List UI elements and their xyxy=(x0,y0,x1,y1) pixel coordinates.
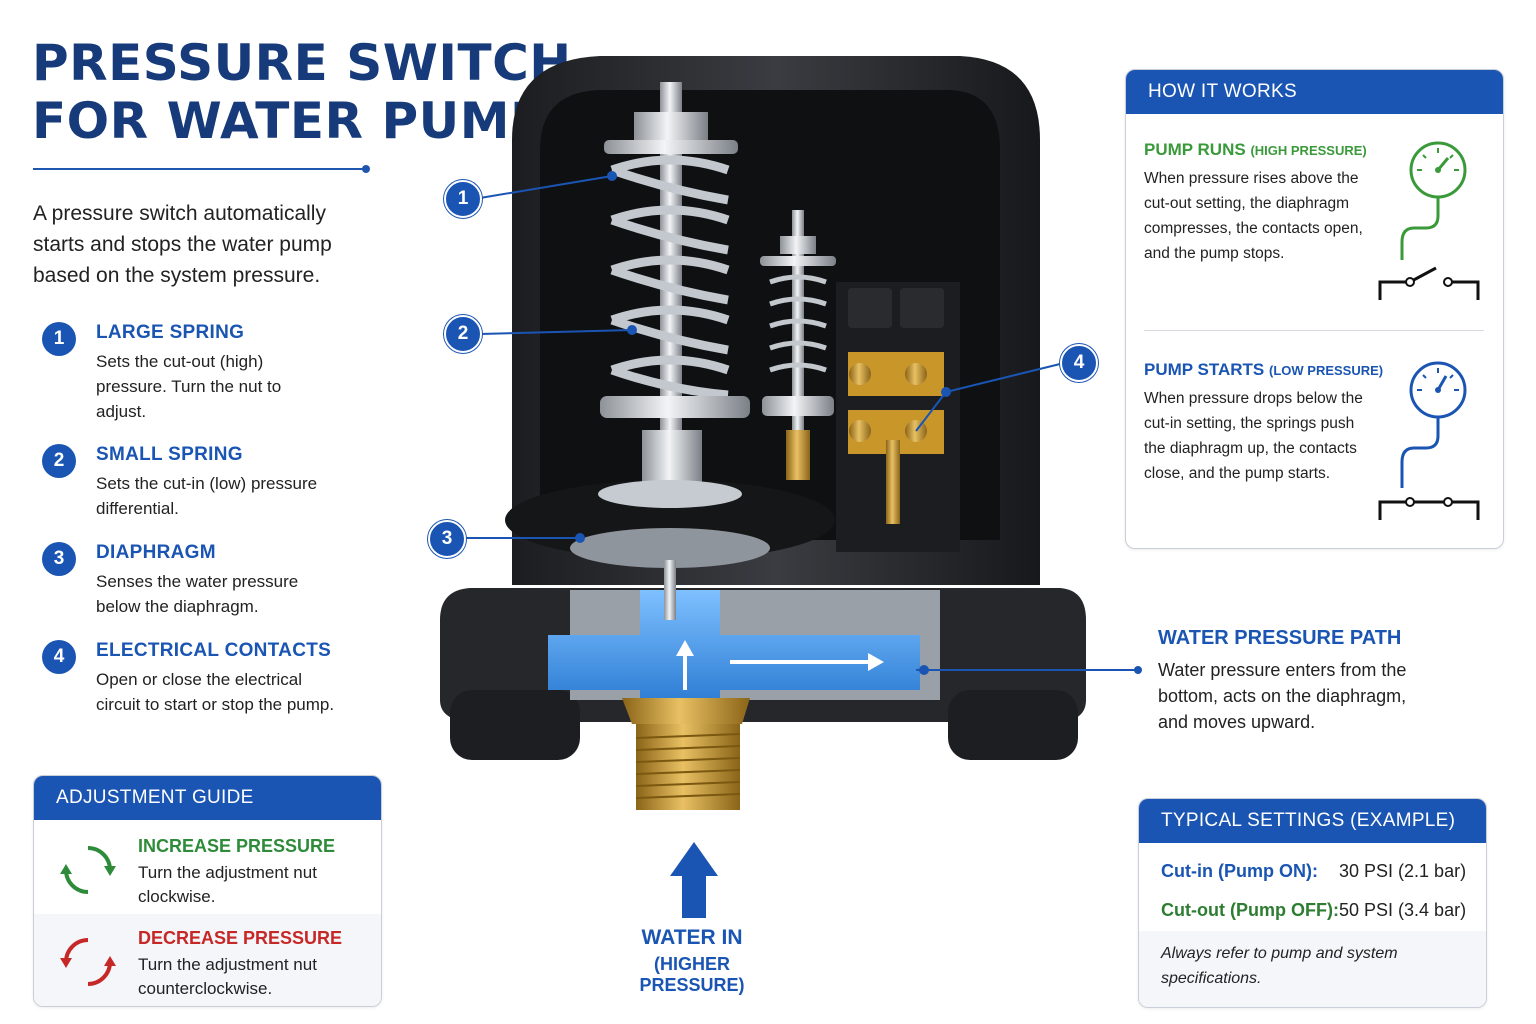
part-number-badge: 4 xyxy=(42,640,76,674)
decrease-pressure-title: DECREASE PRESSURE xyxy=(138,928,343,948)
pressure-gauge-open-switch-icon xyxy=(1378,141,1480,300)
terminal-screw-housing xyxy=(900,288,944,328)
part-description: Open or close the electrical circuit to … xyxy=(96,670,335,714)
part-number-badge: 3 xyxy=(42,542,76,576)
water-flow-up-arrowhead xyxy=(676,640,694,656)
decrease-row-background xyxy=(34,914,381,1006)
contact-actuator-pin xyxy=(886,440,900,524)
cut-out-value: 50 PSI (3.4 bar) xyxy=(1339,900,1467,920)
typical-settings-panel: TYPICAL SETTINGS (EXAMPLE) Cut-in (Pump … xyxy=(1138,798,1487,1008)
part-title: ELECTRICAL CONTACTS xyxy=(96,640,332,661)
brass-inlet-nut xyxy=(622,698,750,724)
cut-in-label: Cut-in (Pump ON): xyxy=(1161,861,1318,881)
part-description: Sets the cut-in (low) pressure different… xyxy=(96,474,318,518)
left-foot xyxy=(450,690,580,760)
callout-4: 4 xyxy=(1060,344,1098,382)
title-divider xyxy=(33,165,370,173)
how-it-works-header: HOW IT WORKS xyxy=(1126,70,1503,114)
part-description: Sets the cut-out (high) pressure. Turn t… xyxy=(96,352,282,421)
decrease-pressure-row: DECREASE PRESSURE Turn the adjustment nu… xyxy=(34,916,381,1006)
settings-note: Always refer to pump and system specific… xyxy=(1161,945,1398,987)
inlet-threads xyxy=(635,733,741,799)
callout-leader-lines xyxy=(460,171,1142,675)
pump-starts-title: PUMP STARTS (LOW PRESSURE) xyxy=(1144,360,1384,379)
callout-1: 1 xyxy=(444,180,482,218)
part-title: LARGE SPRING xyxy=(96,322,245,343)
decrease-pressure-desc: Turn the adjustment nut counterclockwise… xyxy=(138,955,317,998)
part-number-badge: 2 xyxy=(42,444,76,478)
typical-settings-header: TYPICAL SETTINGS (EXAMPLE) xyxy=(1139,799,1486,843)
right-foot xyxy=(948,690,1078,760)
how-it-works-panel: HOW IT WORKS PUMP RUNS (HIGH PRESSURE) W… xyxy=(1125,69,1504,549)
adjustment-nut xyxy=(634,112,708,140)
intro-text: A pressure switch automatically starts a… xyxy=(33,202,332,287)
callout-3: 3 xyxy=(428,520,466,558)
diaphragm-stem xyxy=(664,560,676,620)
spring-base-plate xyxy=(598,480,742,508)
counterclockwise-arrows-icon xyxy=(60,938,116,986)
small-adjustment-nut xyxy=(780,236,816,254)
pump-runs-title: PUMP RUNS (HIGH PRESSURE) xyxy=(1144,140,1367,159)
page-title: PRESSURE SWITCH FOR WATER PUMP xyxy=(32,34,572,150)
increase-pressure-title: INCREASE PRESSURE xyxy=(138,836,336,856)
pressure-switch-cutaway-illustration xyxy=(440,56,1142,918)
part-title: DIAPHRAGM xyxy=(96,542,216,563)
part-description: Senses the water pressure below the diap… xyxy=(96,572,299,616)
cut-out-label: Cut-out (Pump OFF): xyxy=(1161,900,1339,920)
lower-washer xyxy=(600,396,750,418)
clockwise-arrows-icon xyxy=(60,846,116,894)
water-in-label: WATER IN (HIGHER PRESSURE) xyxy=(639,926,745,995)
diaphragm-plate xyxy=(570,528,770,568)
small-spring xyxy=(769,274,827,373)
how-it-works-divider xyxy=(1144,330,1484,331)
small-spring-rod xyxy=(792,210,804,450)
small-lower-washer xyxy=(762,396,834,416)
upper-washer xyxy=(604,140,738,154)
pressure-gauge-closed-switch-icon xyxy=(1378,361,1480,520)
increase-pressure-desc: Turn the adjustment nut clockwise. xyxy=(138,863,317,906)
part-title: SMALL SPRING xyxy=(96,444,243,465)
small-spring-brass-pin xyxy=(786,430,810,480)
contact-screw xyxy=(849,420,871,442)
pump-runs-desc: When pressure rises above the cut-out se… xyxy=(1144,170,1363,262)
water-flow-right-arrowhead xyxy=(868,653,884,671)
large-spring xyxy=(610,155,730,400)
cut-in-value: 30 PSI (2.1 bar) xyxy=(1339,861,1467,881)
contact-screw xyxy=(905,363,927,385)
terminal-screw-housing xyxy=(848,288,892,328)
note-background xyxy=(1139,931,1486,1007)
water-in-arrow-shaft xyxy=(682,872,706,918)
water-pressure-path-title: WATER PRESSURE PATH xyxy=(1158,627,1402,649)
pump-starts-desc: When pressure drops below the cut-in set… xyxy=(1144,390,1363,482)
water-pressure-path-desc: Water pressure enters from the bottom, a… xyxy=(1158,660,1407,732)
small-upper-washer xyxy=(760,256,836,266)
increase-pressure-row: INCREASE PRESSURE Turn the adjustment nu… xyxy=(34,824,381,916)
water-in-arrow-head xyxy=(670,842,718,876)
part-number-badge: 1 xyxy=(42,322,76,356)
spring-seat xyxy=(642,430,702,490)
callout-2: 2 xyxy=(444,315,482,353)
contact-screw xyxy=(849,363,871,385)
adjustment-guide-header: ADJUSTMENT GUIDE xyxy=(34,776,381,820)
adjustment-guide-panel: ADJUSTMENT GUIDE INCREASE PRESSURE Turn … xyxy=(33,775,382,1007)
water-channel xyxy=(548,590,920,705)
